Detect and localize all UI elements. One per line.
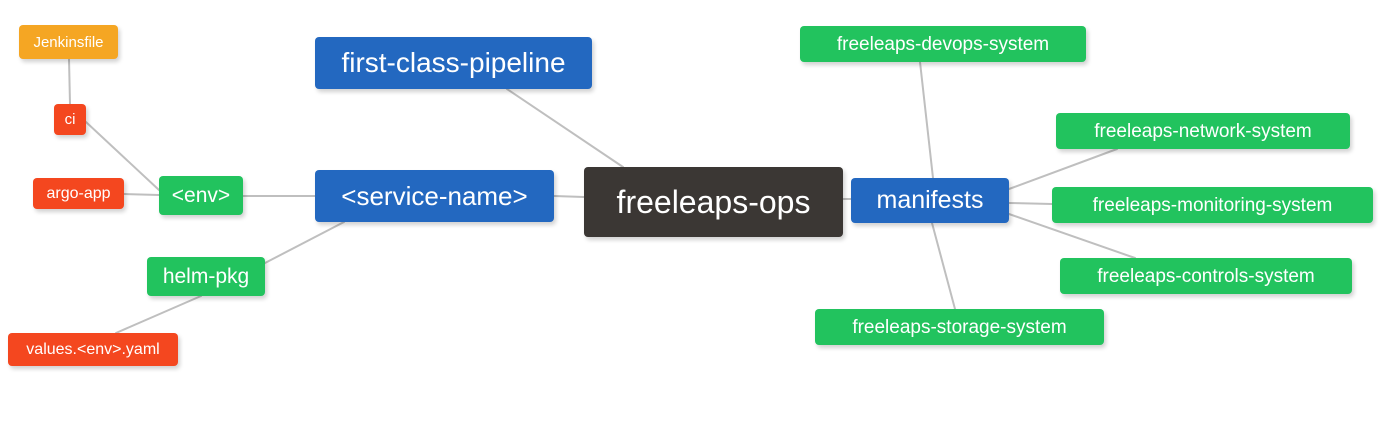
mindmap-node-helm-pkg[interactable]: helm-pkg	[147, 257, 265, 296]
mindmap-node-freeleaps-controls-system[interactable]: freeleaps-controls-system	[1060, 258, 1352, 294]
node-label: values.<env>.yaml	[26, 340, 160, 358]
node-label: <service-name>	[341, 181, 528, 211]
mindmap-node-freeleaps-network-system[interactable]: freeleaps-network-system	[1056, 113, 1350, 149]
node-label: argo-app	[46, 184, 111, 202]
edge-argo-app-to-env	[123, 193, 160, 196]
edge-helm-pkg-to-service-name	[264, 221, 345, 264]
edge-values-yaml-to-helm-pkg	[115, 295, 202, 334]
node-label: freeleaps-devops-system	[836, 33, 1050, 55]
edge-service-name-to-freeleaps-ops	[553, 195, 585, 198]
node-label: freeleaps-monitoring-system	[1092, 194, 1333, 216]
mindmap-node-freeleaps-devops-system[interactable]: freeleaps-devops-system	[800, 26, 1086, 62]
mindmap-node-jenkinsfile[interactable]: Jenkinsfile	[19, 25, 118, 59]
mindmap-node-manifests[interactable]: manifests	[851, 178, 1009, 223]
mindmap-node-first-class-pipeline[interactable]: first-class-pipeline	[315, 37, 592, 89]
mindmap-node-ci[interactable]: ci	[54, 104, 86, 135]
edge-manifests-to-freeleaps-devops-system	[919, 61, 934, 179]
mindmap-node-env[interactable]: <env>	[159, 176, 243, 215]
mindmap-node-freeleaps-monitoring-system[interactable]: freeleaps-monitoring-system	[1052, 187, 1373, 223]
mindmap-node-freeleaps-storage-system[interactable]: freeleaps-storage-system	[815, 309, 1104, 345]
node-label: Jenkinsfile	[33, 33, 104, 51]
node-label: freeleaps-network-system	[1094, 120, 1312, 142]
node-label: ci	[64, 111, 76, 128]
edge-first-class-pipeline-to-freeleaps-ops	[506, 88, 624, 168]
node-label: <env>	[171, 184, 231, 207]
node-label: freeleaps-storage-system	[852, 316, 1067, 338]
edge-manifests-to-freeleaps-storage-system	[931, 222, 956, 310]
node-label: freeleaps-ops	[616, 184, 811, 220]
mindmap-node-values-yaml[interactable]: values.<env>.yaml	[8, 333, 178, 366]
mindmap-node-freeleaps-ops[interactable]: freeleaps-ops	[584, 167, 843, 237]
mindmap-node-service-name[interactable]: <service-name>	[315, 170, 554, 222]
node-label: manifests	[876, 186, 984, 214]
node-label: first-class-pipeline	[341, 47, 566, 78]
node-label: freeleaps-controls-system	[1097, 265, 1315, 287]
edge-jenkinsfile-to-ci	[68, 58, 71, 105]
edge-manifests-to-freeleaps-monitoring-system	[1008, 202, 1053, 205]
node-label: helm-pkg	[162, 265, 250, 288]
edge-manifests-to-freeleaps-network-system	[1008, 148, 1118, 190]
mindmap-node-argo-app[interactable]: argo-app	[33, 178, 124, 209]
